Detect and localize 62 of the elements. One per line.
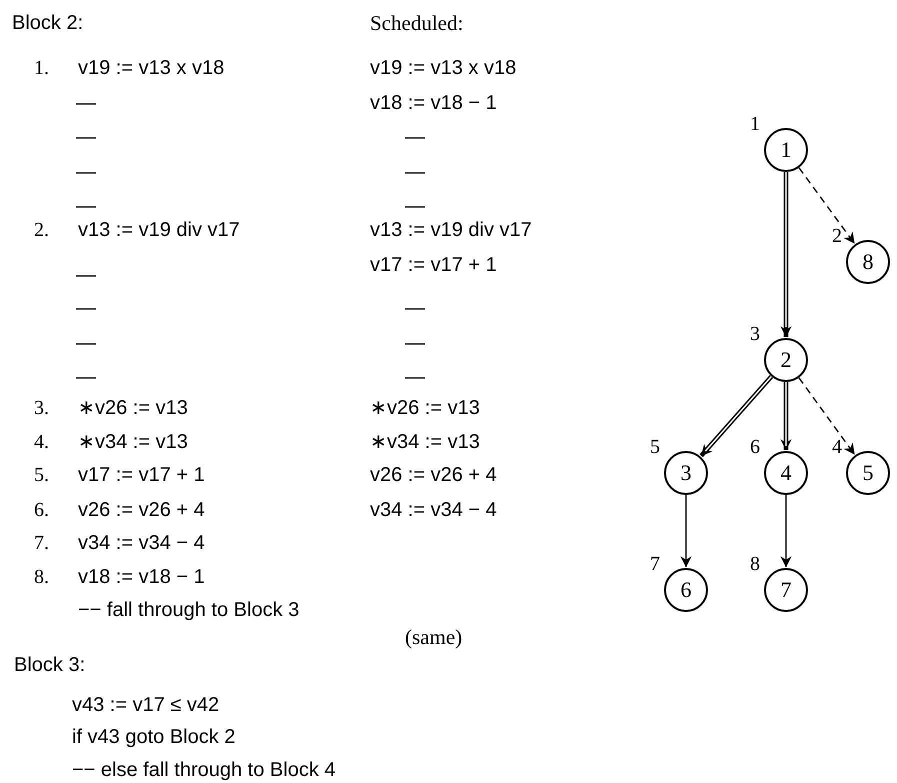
empty-slot-dash: — [76, 125, 96, 149]
code-line: ∗v34 := v13 [78, 430, 188, 454]
code-line: −− else fall through to Block 4 [72, 758, 336, 782]
node-number: 1 [780, 139, 792, 161]
line-number: 8. [34, 565, 49, 589]
line-number: 2. [34, 218, 49, 242]
code-line: v17 := v17 + 1 [370, 253, 497, 277]
empty-slot-dash: — [405, 160, 425, 184]
code-line: v43 := v17 ≤ v42 [72, 693, 220, 717]
empty-slot-dash: — [405, 365, 425, 389]
node-number: 6 [680, 579, 692, 601]
line-number: 4. [34, 430, 49, 454]
empty-slot-dash: — [405, 296, 425, 320]
empty-slot-dash: — [76, 194, 96, 218]
order-number: 3 [750, 324, 760, 344]
node-number: 8 [862, 251, 874, 273]
order-number: 2 [832, 226, 842, 246]
code-line: ∗v34 := v13 [370, 430, 480, 454]
empty-slot-dash: — [405, 194, 425, 218]
node-number: 7 [780, 579, 792, 601]
code-line: −− fall through to Block 3 [78, 598, 300, 622]
order-number: 6 [750, 437, 760, 457]
empty-slot-dash: — [76, 263, 96, 287]
code-line: v18 := v18 − 1 [78, 565, 205, 589]
code-line: v19 := v13 x v18 [370, 56, 516, 80]
order-number: 5 [650, 437, 660, 457]
empty-slot-dash: — [76, 331, 96, 355]
code-line: v34 := v34 − 4 [370, 498, 497, 522]
line-number: 6. [34, 498, 49, 522]
node-number: 4 [780, 462, 792, 484]
code-line: if v43 goto Block 2 [72, 725, 236, 749]
code-line: ∗v26 := v13 [78, 396, 188, 420]
code-line: v34 := v34 − 4 [78, 531, 205, 555]
code-line: v26 := v26 + 4 [370, 463, 497, 487]
empty-slot-dash: — [405, 331, 425, 355]
code-line: v18 := v18 − 1 [370, 91, 497, 115]
code-line: v19 := v13 x v18 [78, 56, 224, 80]
node-number: 5 [862, 462, 874, 484]
line-number: 5. [34, 463, 49, 487]
order-number: 1 [750, 114, 760, 134]
order-number: 4 [832, 437, 842, 457]
line-number: 3. [34, 396, 49, 420]
order-number: 8 [750, 554, 760, 574]
node-number: 3 [680, 462, 692, 484]
block-heading: Block 3: [14, 653, 86, 677]
column-heading: (same) [405, 625, 462, 649]
empty-slot-dash: — [76, 365, 96, 389]
empty-slot-dash: — [76, 160, 96, 184]
line-number: 7. [34, 531, 49, 555]
code-line: ∗v26 := v13 [370, 396, 480, 420]
code-line: v17 := v17 + 1 [78, 463, 205, 487]
line-number: 1. [34, 56, 49, 80]
block-heading: Block 2: [12, 11, 84, 35]
code-line: v13 := v19 div v17 [78, 218, 240, 242]
order-number: 7 [650, 554, 660, 574]
code-line: v26 := v26 + 4 [78, 498, 205, 522]
code-line: v13 := v19 div v17 [370, 218, 532, 242]
empty-slot-dash: — [405, 125, 425, 149]
empty-slot-dash: — [76, 296, 96, 320]
empty-slot-dash: — [76, 91, 96, 115]
column-heading: Scheduled: [370, 11, 464, 35]
node-number: 2 [780, 349, 792, 371]
